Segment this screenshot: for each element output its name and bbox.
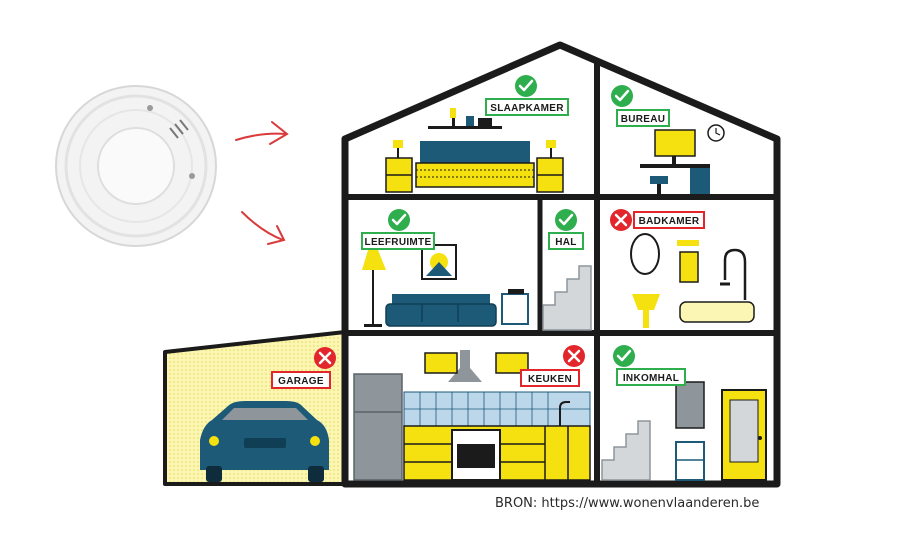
badge-slaapkamer: SLAAPKAMER [485,75,569,116]
cross-circle-icon [610,209,632,231]
badge-inkomhal: INKOMHAL [613,345,686,386]
bathroom-furniture [630,233,755,328]
kitchen-furniture [353,350,591,481]
garage-room [163,330,347,486]
cross-circle-icon [563,345,585,367]
badge-garage: GARAGE [271,347,336,389]
check-circle-icon [515,75,537,97]
room-label-leefruimte: LEEFRUIMTE [365,237,432,248]
hall-stairs [542,265,592,331]
badge-leefruimte: LEEFRUIMTE [361,209,435,250]
room-label-bureau: BUREAU [621,114,666,125]
smoke-detector-icon [55,85,217,247]
room-label-keuken: KEUKEN [528,374,572,385]
check-circle-icon [611,85,633,107]
check-circle-icon [555,209,577,231]
car-icon [200,401,329,482]
room-label-inkomhal: INKOMHAL [623,373,679,384]
badge-hal: HAL [548,209,584,250]
room-label-slaapkamer: SLAAPKAMER [490,103,564,114]
room-label-garage: GARAGE [278,376,324,387]
badge-bureau: BUREAU [611,85,670,127]
arrow-icon [235,121,289,145]
source-caption: BRON: https://www.wonenvlaanderen.be [495,496,760,511]
room-label-hal: HAL [555,237,576,248]
check-circle-icon [613,345,635,367]
arrow-icon [241,211,286,245]
check-circle-icon [388,209,410,231]
badge-keuken: KEUKEN [520,345,585,387]
bedroom-furniture [385,108,564,193]
cross-circle-icon [314,347,336,369]
living-furniture [362,244,529,327]
office-furniture [640,124,725,194]
room-label-badkamer: BADKAMER [639,216,700,227]
entrance-furniture [601,381,767,481]
badge-badkamer: BADKAMER [610,209,705,231]
